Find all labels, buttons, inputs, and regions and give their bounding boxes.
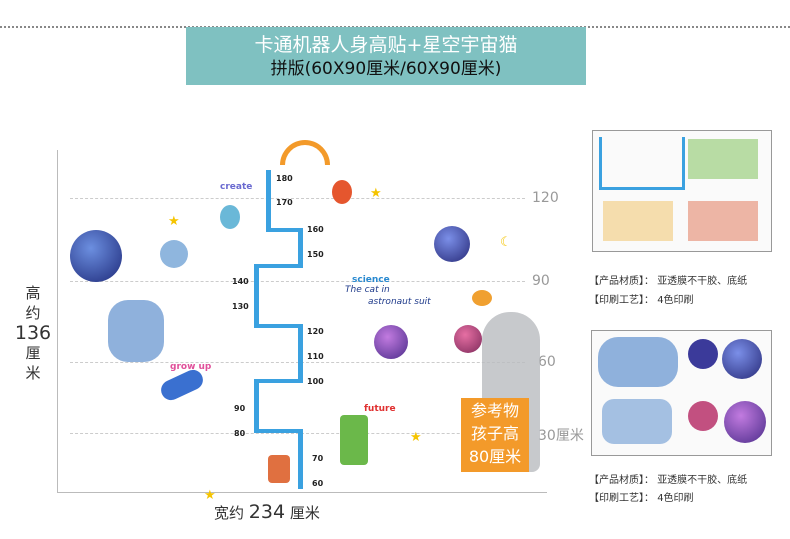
reference-line3: 80厘米 [468, 447, 522, 466]
product-thumbnail-space-cat [591, 330, 772, 456]
rocket-sticker [157, 366, 207, 404]
ruler-tick: 150 [307, 250, 324, 259]
guide-line-60 [70, 362, 525, 363]
ruler-tick: 120 [307, 327, 324, 336]
height-prefix: 高约 [25, 284, 41, 322]
robot-sticker [340, 415, 368, 465]
guide-line-120 [70, 198, 525, 199]
sticker-text-cat2: astronaut suit [368, 297, 431, 307]
ruler-tick: 180 [276, 174, 293, 183]
height-value: 136 [14, 322, 52, 344]
reference-line1: 参考物 [470, 401, 519, 420]
width-label: 宽约 234 厘米 [214, 501, 320, 523]
planet-sticker [160, 240, 188, 268]
ruler-tick: 170 [276, 198, 293, 207]
sticker-text-create: create [220, 182, 253, 192]
product-spec-material: 【产品材质】： 亚透膜不干胶、底纸 [589, 475, 748, 486]
title-banner: 卡通机器人身高贴+星空宇宙猫 拼版(60X90厘米/60X90厘米) [186, 27, 586, 85]
ruler-tick: 90 [234, 404, 246, 413]
height-unit: 厘米 [25, 344, 41, 382]
product-spec-material: 【产品材质】： 亚透膜不干胶、底纸 [589, 276, 748, 287]
ruler-tick: 80 [234, 429, 246, 438]
star-icon: ★ [204, 488, 216, 503]
ruler-tick: 160 [307, 225, 324, 234]
scale-mark: 90 [532, 273, 550, 289]
star-icon: ★ [168, 214, 180, 229]
ruler-tick: 110 [307, 352, 324, 361]
sticker-text-cat1: The cat in [345, 285, 390, 295]
product-spec-print: 【印刷工艺】： 4色印刷 [589, 493, 694, 504]
width-prefix: 宽约 [214, 504, 245, 522]
ruler-tick: 60 [312, 479, 324, 488]
title-line1: 卡通机器人身高贴+星空宇宙猫 [254, 34, 518, 56]
planet-sticker [472, 290, 492, 306]
width-axis-line [57, 492, 547, 493]
scale-mark: 60 [538, 354, 556, 370]
ruler-tick: 130 [232, 302, 249, 311]
robot-sticker [268, 455, 290, 483]
planet-sticker [70, 230, 122, 282]
star-icon: ★ [410, 430, 422, 445]
astronaut-cat-sticker [108, 300, 164, 362]
sticker-text-grow-up: grow up [170, 362, 212, 372]
product-thumbnail-robot [592, 130, 772, 252]
ruler-tick: 70 [312, 454, 324, 463]
balloon-sticker [332, 180, 352, 204]
rainbow-sticker [280, 140, 330, 165]
width-value: 234 [248, 501, 286, 523]
reference-line2: 孩子高 [470, 424, 519, 443]
title-line2: 拼版(60X90厘米/60X90厘米) [270, 59, 502, 79]
height-axis-line [57, 150, 58, 492]
sticker-text-future: future [364, 404, 396, 414]
scale-mark: 30厘米 [538, 428, 584, 444]
sticker-text-science: science [352, 275, 390, 285]
balloon-sticker [220, 205, 240, 229]
ruler-tick: 140 [232, 277, 249, 286]
height-label: 高约 136 厘米 [15, 283, 51, 383]
planet-sticker [374, 325, 408, 359]
planet-sticker [434, 226, 470, 262]
guide-line-30 [70, 433, 525, 434]
reference-badge: 参考物 孩子高 80厘米 [461, 398, 529, 472]
width-unit: 厘米 [289, 504, 320, 522]
scale-mark: 120 [532, 190, 559, 206]
star-icon: ★ [370, 186, 382, 201]
ruler-tick: 100 [307, 377, 324, 386]
guide-line-90 [70, 281, 525, 282]
planet-sticker [454, 325, 482, 353]
product-spec-print: 【印刷工艺】： 4色印刷 [589, 295, 694, 306]
moon-icon: ☾ [500, 235, 512, 250]
